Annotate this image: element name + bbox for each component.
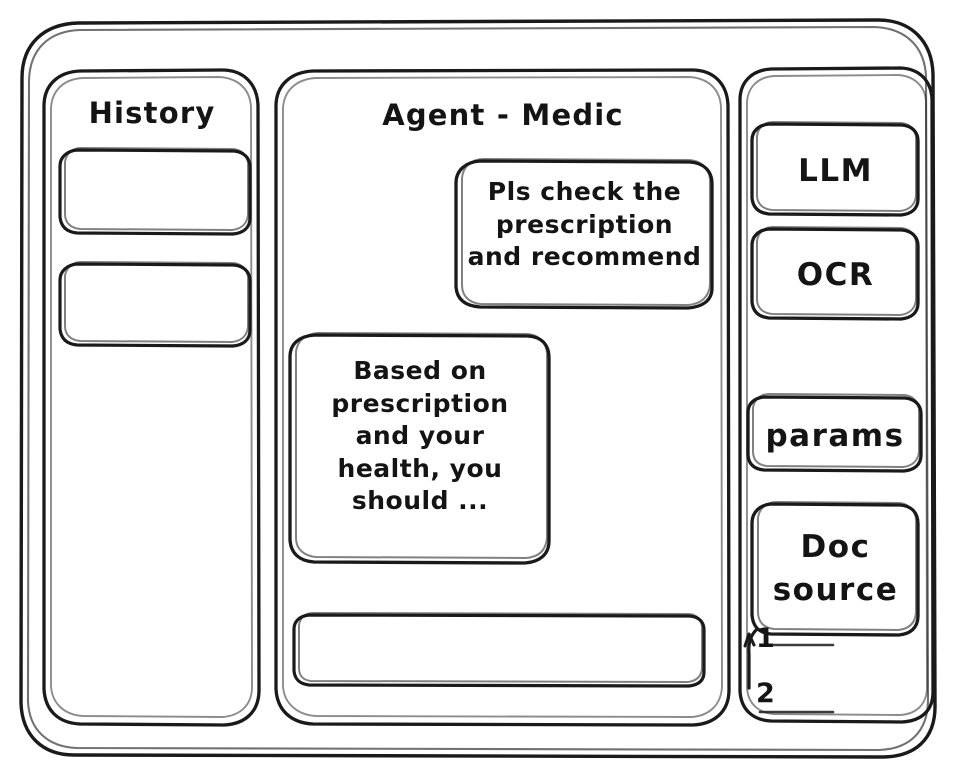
annotation-1-label: 1 [756, 623, 776, 654]
composer-input[interactable] [294, 614, 705, 687]
doc-source-button-label: Doc source [772, 529, 899, 608]
ocr-button-label: OCR [796, 257, 875, 293]
params-button-label: params [765, 418, 905, 454]
history-item-2[interactable] [59, 263, 251, 347]
llm-button[interactable]: LLM [752, 124, 919, 216]
message-bubble-user[interactable]: Pls check the prescription and recommend [456, 160, 713, 309]
llm-button-label: LLM [798, 153, 873, 189]
agent-panel-title: Agent - Medic [382, 98, 624, 132]
message-bubble-agent-text: Based on prescription and your health, y… [331, 356, 509, 515]
message-bubble-agent[interactable]: Based on prescription and your health, y… [290, 334, 550, 564]
ocr-button[interactable]: OCR [752, 229, 919, 320]
history-item-1[interactable] [59, 149, 251, 235]
annotation-2[interactable]: 2 [752, 668, 842, 716]
doc-source-button[interactable]: Doc source [752, 504, 919, 636]
params-button[interactable]: params [748, 397, 922, 472]
history-panel-title: History [88, 96, 216, 130]
annotation-1[interactable]: 1 [752, 615, 842, 663]
message-bubble-user-text: Pls check the prescription and recommend [467, 177, 702, 271]
annotation-2-label: 2 [756, 678, 776, 709]
